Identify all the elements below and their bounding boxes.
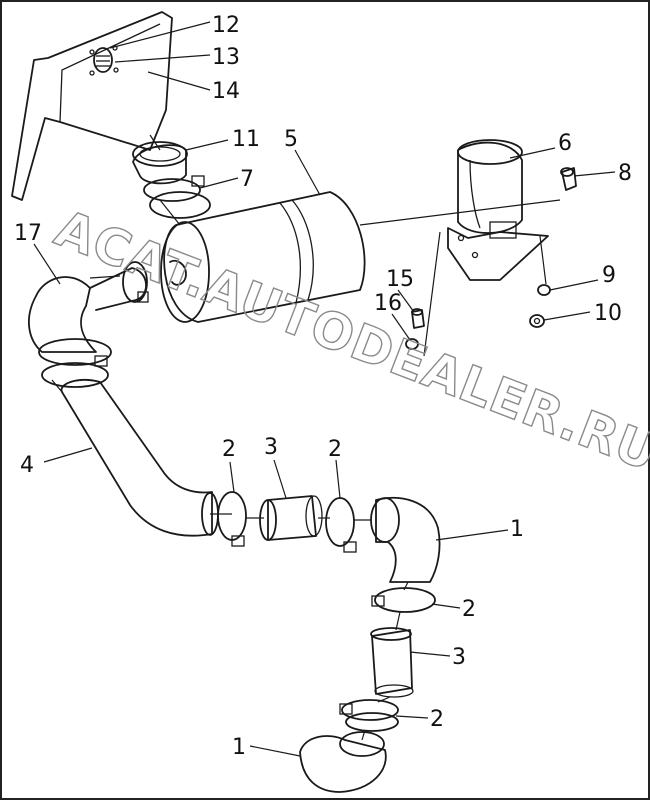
elbow-1a — [370, 497, 441, 583]
elbow-clamp — [38, 338, 112, 388]
assembly-axes — [51, 134, 561, 741]
callout-6: 6 — [558, 131, 572, 156]
callout-17: 17 — [14, 221, 42, 246]
mounting-strap-bracket — [447, 139, 549, 281]
clamp-2c — [371, 587, 436, 613]
long-curved-pipe — [60, 379, 219, 537]
elbow-1b — [299, 731, 387, 793]
inlet-clamp — [143, 175, 211, 219]
clamp-2b — [325, 497, 357, 553]
callout-1-a: 1 — [510, 517, 524, 542]
callout-3-a: 3 — [264, 435, 278, 460]
callout-2-d: 2 — [430, 707, 444, 732]
clamp-2a — [217, 491, 247, 547]
sleeve-3a — [259, 495, 323, 541]
sleeve-3b — [370, 627, 414, 698]
callout-10: 10 — [594, 301, 622, 326]
callout-9: 9 — [602, 263, 616, 288]
callout-16: 16 — [374, 291, 402, 316]
callout-2-b: 2 — [328, 437, 342, 462]
callout-2-c: 2 — [462, 597, 476, 622]
callout-11: 11 — [232, 127, 260, 152]
nut-16 — [405, 338, 419, 350]
callout-7: 7 — [240, 167, 254, 192]
callout-8: 8 — [618, 161, 632, 186]
nut-9 — [537, 284, 551, 296]
callout-14: 14 — [212, 79, 240, 104]
callout-4: 4 — [20, 453, 34, 478]
callout-12: 12 — [212, 13, 240, 38]
callout-labels: 12 13 14 11 7 5 6 8 17 15 16 9 10 4 2 3 … — [14, 13, 632, 760]
callout-1-b: 1 — [232, 735, 246, 760]
callout-2-a: 2 — [222, 437, 236, 462]
callout-leaders — [33, 21, 616, 757]
bolt-8 — [560, 167, 577, 191]
nut-10 — [529, 314, 545, 328]
clamp-2d — [339, 699, 399, 732]
callout-13: 13 — [212, 45, 240, 70]
callout-3-b: 3 — [452, 645, 466, 670]
intake-bracket-panel — [11, 11, 173, 201]
intake-inlet-cap — [132, 141, 188, 185]
watermark-text: ACAT.AUTODEALER.RU — [48, 199, 650, 483]
callout-15: 15 — [386, 267, 414, 292]
outlet-elbow-hose — [28, 261, 149, 353]
bolt-15 — [411, 308, 425, 329]
air-filter-housing — [160, 191, 366, 323]
callout-5: 5 — [284, 127, 298, 152]
